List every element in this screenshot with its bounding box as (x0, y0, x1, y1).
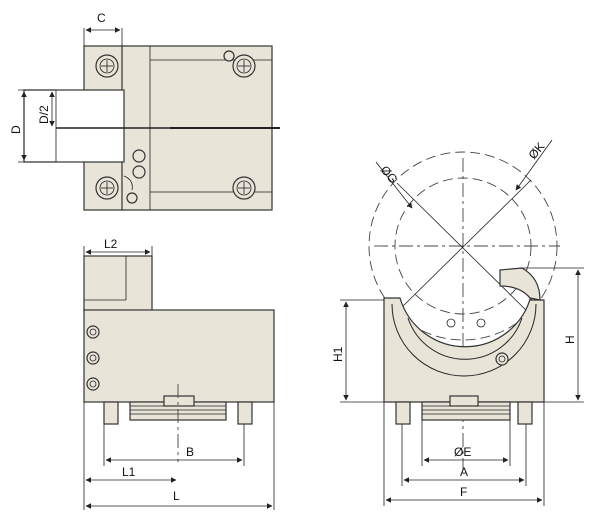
dim-label-h1: H1 (331, 346, 345, 362)
small-hole-top (223, 50, 235, 62)
side-jaw (499, 267, 541, 301)
side-screw-2 (86, 351, 100, 365)
dim-label-k: ØK (526, 140, 548, 162)
top-shank (23, 89, 125, 163)
side-view: ØG ØK H1 H ØE A F (331, 140, 584, 506)
screw-top-right (232, 54, 256, 78)
dim-label-a: A (460, 465, 468, 479)
dim-label-e: ØE (454, 445, 471, 459)
dim-label-f: F (460, 485, 467, 499)
front-shank (83, 255, 153, 313)
dim-label-l2: L2 (104, 237, 118, 251)
dim-label-l1: L1 (122, 465, 136, 479)
dim-label-l: L (173, 489, 180, 503)
small-hole-bot (126, 192, 138, 204)
side-screw (495, 352, 509, 366)
top-view: C D D/2 (9, 11, 280, 211)
screw-bottom-right (232, 176, 256, 200)
screw-top-left (95, 54, 119, 78)
small-hole-mid1 (132, 149, 146, 163)
side-pin-left (395, 401, 411, 425)
dim-label-g: ØG (378, 163, 401, 186)
front-main-body (83, 309, 275, 403)
dim-label-h: H (563, 335, 577, 344)
dim-label-d: D (9, 125, 23, 134)
screw-bottom-left (95, 176, 119, 200)
side-screw-3 (86, 377, 100, 391)
front-pin-left (103, 401, 119, 425)
side-pin-right (517, 401, 533, 425)
front-pin-right (237, 401, 253, 425)
dim-label-d2: D/2 (37, 105, 51, 124)
dim-label-b: B (186, 445, 194, 459)
dim-label-c: C (97, 11, 106, 25)
front-view: L2 B L1 L (83, 237, 275, 510)
small-hole-mid2 (132, 165, 146, 179)
side-screw-1 (86, 325, 100, 339)
